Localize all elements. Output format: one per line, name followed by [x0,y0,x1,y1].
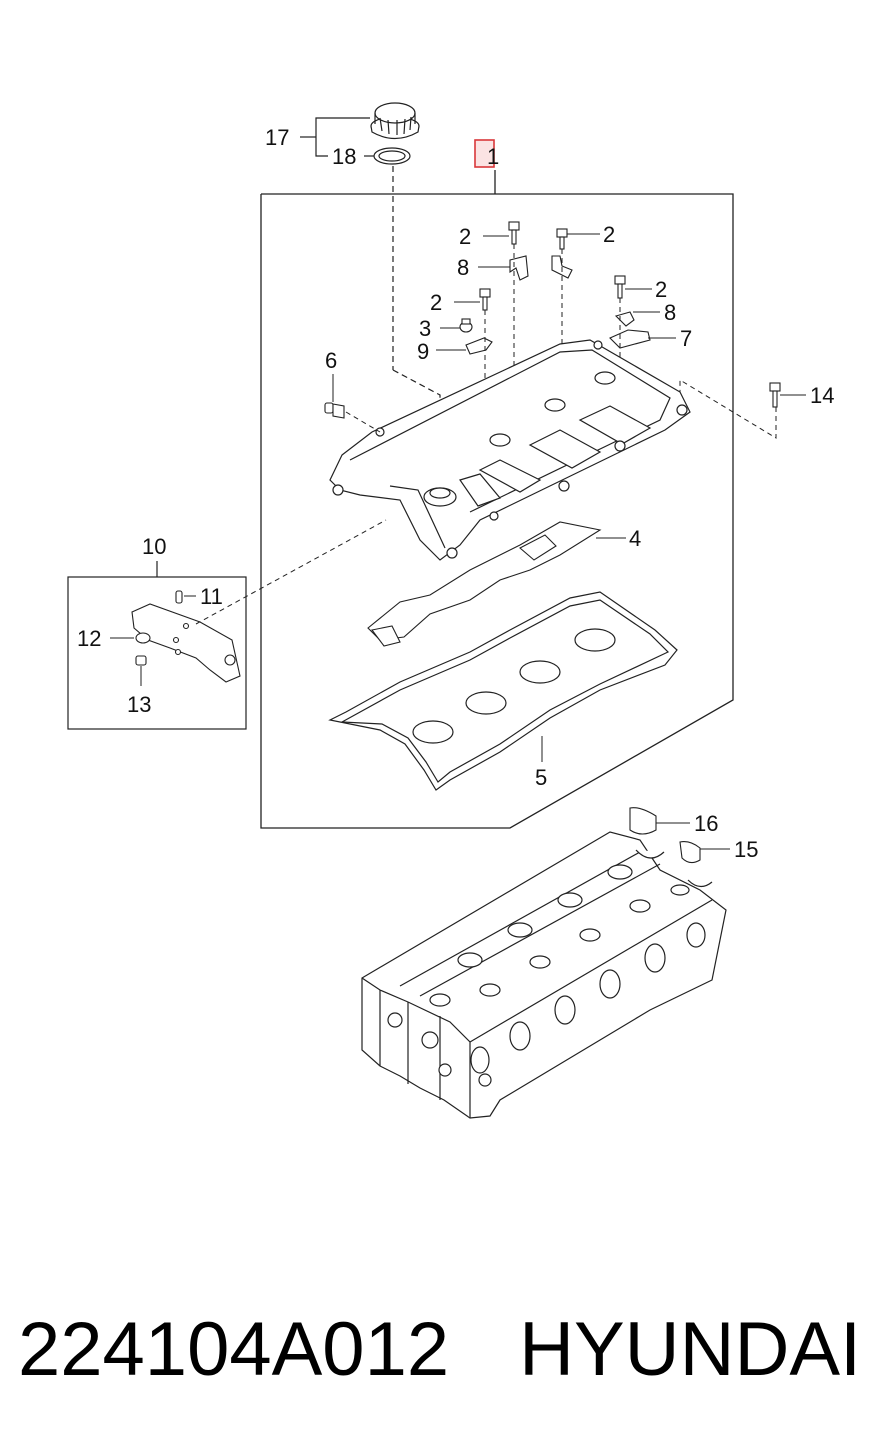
callout-2b[interactable]: 2 [603,222,615,247]
callout-7[interactable]: 7 [680,326,692,351]
callout-2d[interactable]: 2 [655,277,667,302]
callout-11[interactable]: 11 [200,584,223,609]
dowel-pin-icon [135,590,183,666]
brand-name: HYUNDAI [519,1307,862,1392]
callout-4[interactable]: 4 [629,526,641,551]
cam-cap-icon [629,807,701,864]
callout-5[interactable]: 5 [535,765,547,790]
leaders-15-16 [656,822,730,850]
callout-10[interactable]: 10 [142,534,166,559]
callout-14[interactable]: 14 [810,383,834,408]
callout-15[interactable]: 15 [734,837,758,862]
callout-1-highlight[interactable] [474,139,495,168]
bolt-icon [479,221,781,408]
cylinder-head-cover-icon [329,339,691,561]
callout-1[interactable]: 1 [487,144,499,169]
callout-12[interactable]: 12 [77,626,101,651]
callout-13[interactable]: 13 [127,692,151,717]
filler-seal-icon [373,147,411,165]
callout-9[interactable]: 9 [417,339,429,364]
rocker-cover-gasket-icon [328,591,678,791]
part-number: 224104A012 [18,1307,450,1392]
pcv-valve-icon [324,402,345,419]
callout-3[interactable]: 3 [419,316,431,341]
callout-17[interactable]: 17 [265,125,289,150]
callout-6[interactable]: 6 [325,348,337,373]
bracket-icon [459,255,651,355]
callout-8a[interactable]: 8 [457,255,469,280]
callout-8b[interactable]: 8 [664,300,676,325]
assembly-frame [260,170,734,829]
oil-filler-cap-icon [370,102,420,140]
leaders-2 [454,233,806,396]
callout-18[interactable]: 18 [332,144,356,169]
footer-caption: 224104A012 HYUNDAI [18,1300,878,1400]
callout-16[interactable]: 16 [694,811,718,836]
callout-2a[interactable]: 2 [459,224,471,249]
baffle-plate-icon [367,521,602,647]
callout-2c[interactable]: 2 [430,290,442,315]
inset-frame [67,561,247,730]
leader-6 [332,374,381,433]
leaders-11-13 [110,519,387,686]
cylinder-head-icon [361,831,727,1119]
leaders-3-7-8-9 [436,266,676,351]
timing-bracket-icon [131,603,241,683]
